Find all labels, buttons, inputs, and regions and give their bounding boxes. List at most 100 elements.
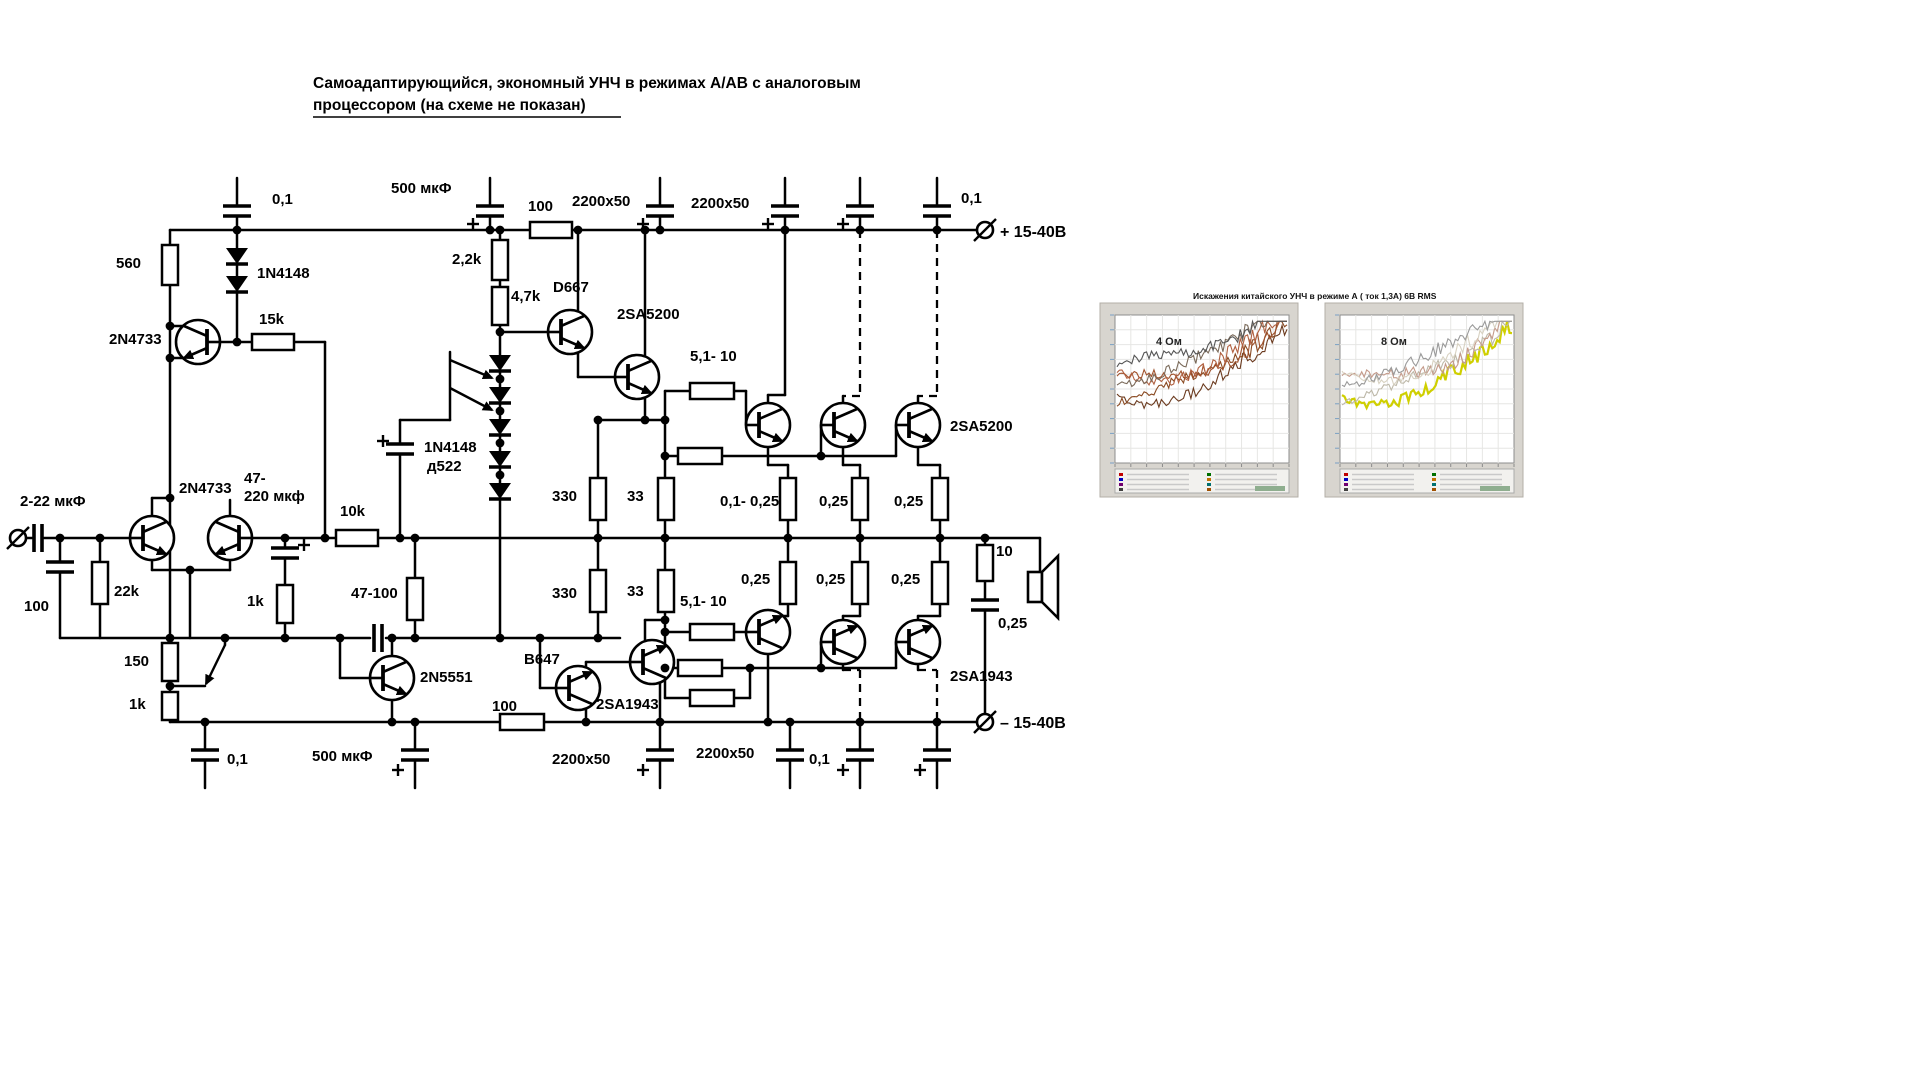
transistor-symbol bbox=[628, 638, 676, 686]
junction-dot bbox=[165, 321, 175, 331]
label-r025_bot_a: 0,25 bbox=[741, 571, 770, 588]
junction-dot bbox=[220, 633, 230, 643]
capacitor-symbol bbox=[971, 598, 999, 612]
junction-dot bbox=[660, 615, 670, 625]
resistor-symbol bbox=[850, 560, 870, 606]
label-power_negative: – 15-40В bbox=[1000, 715, 1066, 732]
label-r330_top: 330 bbox=[552, 488, 577, 505]
capacitor-symbol bbox=[837, 748, 874, 776]
label-r1k_fb: 1k bbox=[247, 593, 264, 610]
capacitor-symbol bbox=[762, 204, 799, 230]
junction-dot bbox=[165, 681, 175, 691]
switch-arrows bbox=[204, 358, 494, 686]
switch-arrow bbox=[449, 386, 494, 412]
junction-dot bbox=[816, 451, 826, 461]
label-r01_025: 0,1- 0,25 bbox=[720, 493, 779, 510]
dashed-wires bbox=[843, 230, 939, 722]
terminal-symbols bbox=[6, 218, 997, 734]
chart-curve bbox=[1341, 319, 1512, 406]
junction-dot bbox=[745, 663, 755, 673]
label-c01_bot_right: 0,1 bbox=[809, 751, 830, 768]
chart-curve bbox=[1116, 319, 1287, 368]
capacitor-symbol bbox=[372, 624, 384, 652]
junction-dot bbox=[495, 374, 505, 384]
resistor-symbol bbox=[160, 641, 180, 683]
transistor-symbol bbox=[546, 308, 594, 356]
junction-dot bbox=[660, 663, 670, 673]
label-c01_top_left: 0,1 bbox=[272, 191, 293, 208]
resistor-symbol bbox=[778, 476, 798, 522]
label-q2n5551: 2N5551 bbox=[420, 669, 473, 686]
speaker-body bbox=[1026, 570, 1044, 604]
chart-panel-2: 8 Ом bbox=[1324, 302, 1524, 498]
resistor-symbol bbox=[90, 560, 110, 606]
chart-panel-label: 8 Ом bbox=[1381, 336, 1407, 348]
label-c025_zobel: 0,25 bbox=[998, 615, 1027, 632]
diode-symbol bbox=[489, 483, 511, 501]
label-r025_top_a: 0,25 bbox=[819, 493, 848, 510]
label-c2200_top_a: 2200x50 bbox=[572, 193, 630, 210]
speaker-cone bbox=[1040, 552, 1060, 622]
junction-dot bbox=[640, 415, 650, 425]
transistor-symbol bbox=[744, 401, 792, 449]
switch-arrow bbox=[449, 358, 494, 380]
chart-title: Искажения китайского УНЧ в режиме А ( то… bbox=[1193, 291, 1437, 301]
label-cin: 2-22 мкФ bbox=[20, 493, 86, 510]
resistor-symbol bbox=[490, 285, 510, 327]
label-r51_10_bot: 5,1- 10 bbox=[680, 593, 727, 610]
label-c2200_top_b: 2200x50 bbox=[691, 195, 749, 212]
resistor-symbols bbox=[90, 220, 995, 732]
speaker-icon bbox=[1026, 552, 1060, 622]
junction-dot bbox=[935, 533, 945, 543]
resistor-symbol bbox=[656, 568, 676, 614]
resistor-symbol bbox=[588, 476, 608, 522]
chart-insets: Искажения китайского УНЧ в режиме А ( то… bbox=[1099, 291, 1524, 498]
capacitor-symbol bbox=[923, 204, 951, 218]
junction-dot bbox=[855, 533, 865, 543]
label-q2sa5200_driver: 2SA5200 bbox=[617, 306, 680, 323]
junction-dot bbox=[495, 225, 505, 235]
label-r10_zobel: 10 bbox=[996, 543, 1013, 560]
label-c01_top_right: 0,1 bbox=[961, 190, 982, 207]
capacitor-symbol bbox=[776, 748, 804, 762]
junction-dot bbox=[573, 225, 583, 235]
label-qpair: 2N4733 bbox=[179, 480, 232, 497]
chart-curve bbox=[1341, 320, 1512, 381]
junction-dot bbox=[410, 633, 420, 643]
junction-dot bbox=[280, 633, 290, 643]
resistor-symbol bbox=[588, 568, 608, 614]
resistor-symbol bbox=[688, 688, 736, 708]
junction-dot bbox=[780, 225, 790, 235]
capacitor-symbol bbox=[191, 748, 219, 762]
label-c500_bot: 500 мкФ bbox=[312, 748, 373, 765]
diode-symbol bbox=[489, 387, 511, 405]
chart-panel-label: 4 Ом bbox=[1156, 336, 1182, 348]
capacitor-symbol bbox=[467, 204, 504, 230]
label-r33_bot: 33 bbox=[627, 583, 644, 600]
label-c2200_bot_b: 2200x50 bbox=[696, 745, 754, 762]
transistor-symbol bbox=[613, 353, 661, 401]
resistor-symbol bbox=[334, 528, 380, 548]
junction-dot bbox=[165, 633, 175, 643]
label-qd667: D667 bbox=[553, 279, 589, 296]
label-r1k_bot: 1k bbox=[129, 696, 146, 713]
junction-dot bbox=[495, 470, 505, 480]
label-r025_top_b: 0,25 bbox=[894, 493, 923, 510]
labels: Самоадаптирующийся, экономный УНЧ в режи… bbox=[20, 75, 1066, 768]
label-c47_220_b: 220 мкф bbox=[244, 488, 305, 505]
junction-dot bbox=[232, 337, 242, 347]
junction-dot bbox=[816, 663, 826, 673]
resistor-symbol bbox=[275, 583, 295, 625]
label-c47_220_a: 47- bbox=[244, 470, 266, 487]
label-q2sa5200_out: 2SA5200 bbox=[950, 418, 1013, 435]
junction-dot bbox=[165, 493, 175, 503]
switch-arrow bbox=[204, 644, 227, 686]
label-q2sa1943_out: 2SA1943 bbox=[950, 668, 1013, 685]
capacitor-symbol bbox=[637, 748, 674, 776]
label-qb647: B647 bbox=[524, 651, 560, 668]
transistor-symbol bbox=[819, 618, 867, 666]
junction-dot bbox=[55, 533, 65, 543]
label-power_positive: + 15-40В bbox=[1000, 224, 1066, 241]
